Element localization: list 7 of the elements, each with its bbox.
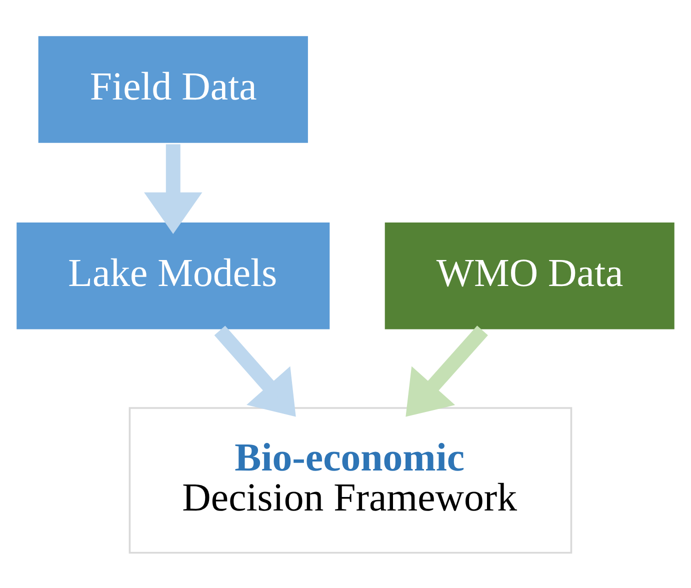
node-box: Bio-economic Decision Framework	[128, 407, 572, 554]
arrow	[406, 326, 488, 417]
node-box: Field Data	[36, 34, 310, 145]
arrow	[214, 326, 296, 417]
node-box: WMO Data	[383, 220, 676, 332]
node-box: Lake Models	[14, 220, 332, 332]
arrow	[144, 144, 202, 234]
